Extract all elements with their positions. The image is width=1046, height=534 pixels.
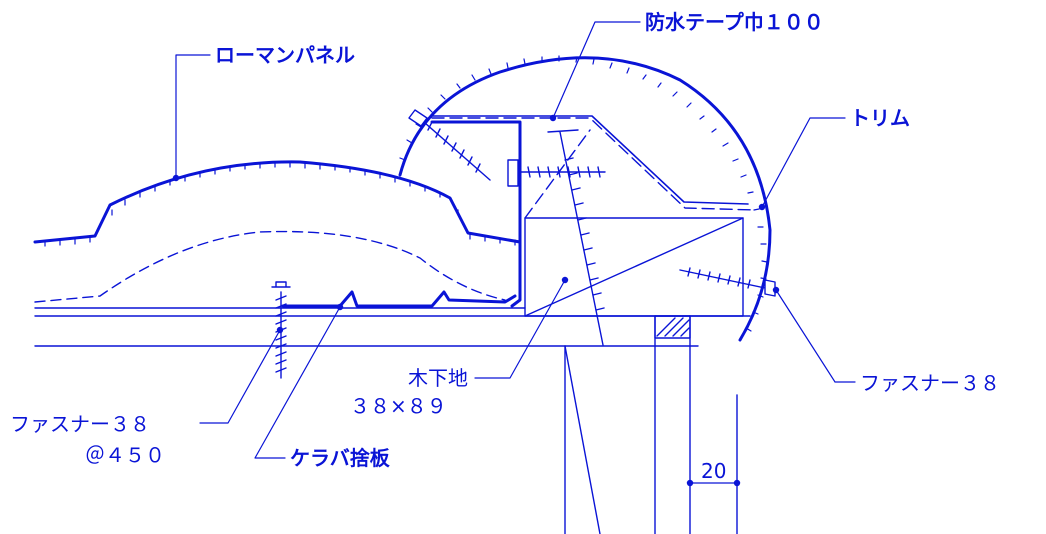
screw-trim-top <box>408 109 491 181</box>
label-waterproof-tape: 防水テープ巾１００ <box>645 10 824 34</box>
label-fastener-left-pitch: ＠４５０ <box>85 443 165 467</box>
screw-left-fastener <box>271 281 291 379</box>
inner-bracket <box>430 120 522 308</box>
trim-arc <box>398 56 772 342</box>
roof-deck-lines <box>34 307 751 347</box>
label-wood-base-size: ３８×８９ <box>350 394 447 418</box>
label-wood-base-title: 木下地 <box>408 366 468 390</box>
cap-frame-dashed <box>431 117 756 219</box>
screw-bracket <box>507 159 606 187</box>
wood-base-block <box>524 217 744 317</box>
screw-diagonal-long <box>547 129 605 346</box>
leader-lines <box>175 21 856 459</box>
label-fastener-left: ファスナー３８ <box>10 412 150 436</box>
wall-section-lines <box>564 315 738 534</box>
trim-arc-ticks <box>399 55 768 332</box>
label-dimension-20: 20 <box>701 459 726 483</box>
roman-panel-ticks <box>44 161 516 247</box>
lower-panel-curve <box>34 230 506 303</box>
label-keraba-board: ケラバ捨板 <box>290 446 391 470</box>
keraba-board <box>281 290 517 308</box>
label-trim: トリム <box>850 106 910 130</box>
roman-panel <box>33 160 522 244</box>
label-roman-panel: ローマンパネル <box>215 43 355 67</box>
label-fastener-right: ファスナー３８ <box>860 371 1000 395</box>
cap-frame <box>431 115 749 219</box>
screw-right-fastener <box>679 267 776 297</box>
